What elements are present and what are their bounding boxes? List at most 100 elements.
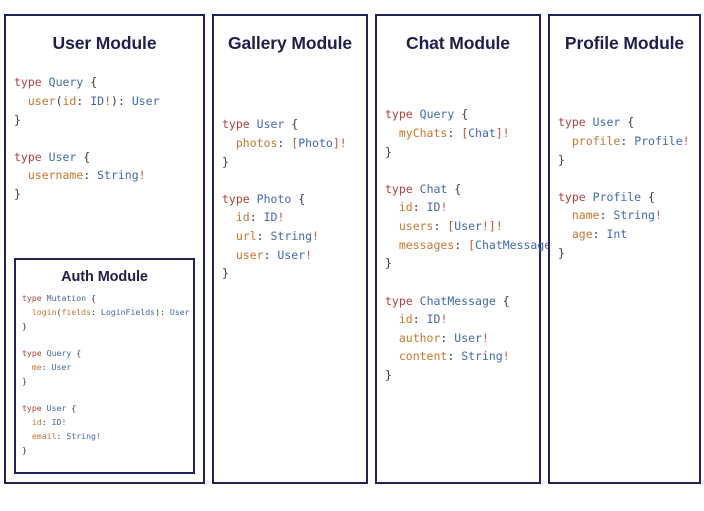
module-title-chat: Chat Module [406,33,510,53]
sdl-token: ChatMessage [475,237,552,252]
module-card-profile[interactable]: Profile Module type User { profile: Prof… [548,14,701,484]
sdl-token [385,331,399,345]
sdl-token: Photo [256,191,292,206]
sdl-token: } [222,154,229,169]
sdl-token: [ [468,237,476,252]
sdl-token: } [22,320,27,331]
sdl-block: type Photo { id: ID! url: String! user: … [222,190,358,283]
module-card-user[interactable]: User Module type Query { user(id: ID!): … [4,14,205,484]
sdl-token: ) [111,93,118,108]
sdl-token: ! [104,93,112,108]
sdl-token: ] [488,219,496,233]
sdl-token [385,312,399,326]
sdl-token: type [558,115,586,130]
sdl-token: ( [56,306,62,317]
sdl-token: } [222,266,229,281]
sdl-token: String [97,168,139,183]
sdl-token: User [46,403,67,414]
sdl-token: type [385,293,413,308]
sdl-token: : [117,93,132,108]
sdl-token: photos [235,135,278,150]
sdl-token: type [385,107,413,122]
sdl-token: : [412,200,427,215]
sdl-token: Mutation [46,292,87,303]
sdl-token: : [599,208,614,223]
sdl-token: : [447,349,462,364]
sdl-token: } [385,368,392,382]
sdl-block: type Profile { name: String! age: Int } [558,188,691,263]
sdl-token: ! [502,349,510,364]
sdl-token: User [169,306,190,317]
module-title-profile: Profile Module [564,33,685,53]
sdl-token: } [385,256,392,271]
sdl-token [22,307,32,317]
module-card-gallery[interactable]: Gallery Module type User { photos: [Phot… [212,14,368,484]
sdl-token: id [62,93,77,108]
sdl-token: ! [481,219,489,233]
sdl-token: age [571,227,593,241]
sdl-token: ! [682,133,690,148]
sdl-token: String [66,430,96,441]
sdl-token: { [66,403,77,414]
sdl-token: : [160,306,170,317]
sdl-token: users [398,219,434,233]
sdl-token [413,294,420,308]
sdl-token [14,94,28,108]
sdl-token: ! [95,430,101,441]
sdl-block: type Chat { id: ID! users: [User!]! mess… [385,180,565,273]
sdl-token [22,362,32,372]
sdl-token: ! [277,210,285,225]
sdl-token: } [14,112,21,127]
sdl-token: { [495,293,510,308]
sdl-token: id [398,200,413,215]
sdl-token [42,75,49,89]
sdl-token [413,182,420,196]
sdl-token: content [398,349,448,364]
sdl-block: type User { username: String! } [14,148,195,204]
sdl-token: { [291,191,306,206]
sdl-token: Query [419,107,455,122]
sdl-block: type User { id: ID! email: String! } [22,402,187,457]
module-card-chat[interactable]: Chat Module type Query { myChats: [Chat]… [375,14,565,484]
sdl-token: user [27,93,56,108]
sdl-token: : [41,361,52,372]
sdl-token: ID [426,312,441,327]
sdl-token: : [433,219,448,233]
sdl-token [250,117,257,131]
sdl-token [558,208,572,222]
sdl-token: } [14,187,21,201]
sdl-token: : [91,306,101,317]
sdl-token: } [385,144,392,159]
sdl-token: User [277,247,306,262]
sdl-token: [ [447,219,455,233]
sdl-token [586,190,593,204]
sdl-block: type Query { user(id: ID!): User } [14,73,195,129]
sdl-token [385,349,399,363]
sdl-token [14,168,28,182]
sdl-token: { [641,189,655,204]
sdl-token: ID [263,210,278,225]
sdl-token: ! [305,247,313,262]
sdl-token: : [256,229,271,243]
title-gap [558,53,691,113]
sdl-block: type User { photos: [Photo]! } [222,115,358,171]
sdl-token: Profile [592,189,642,204]
schema-code-gallery: type User { photos: [Photo]! } type Phot… [222,115,358,474]
sdl-token [413,107,420,121]
sdl-token [385,238,399,252]
sdl-token: ! [138,168,146,183]
sdl-token [22,431,32,441]
sdl-token: : [83,168,98,183]
sdl-token [385,219,399,233]
sdl-token: : [620,133,635,148]
sdl-token: id [398,312,413,327]
sdl-token: String [270,229,313,243]
sdl-token: : [277,135,292,150]
module-card-auth[interactable]: Auth Module type Mutation { login(fields… [14,258,195,474]
sdl-token: } [22,375,27,386]
sdl-token: id [31,416,42,427]
sdl-token [22,417,32,427]
schema-code-profile: type User { profile: Profile! } type Pro… [558,113,691,474]
sdl-token: ID [90,93,105,108]
sdl-token: type [22,292,42,303]
